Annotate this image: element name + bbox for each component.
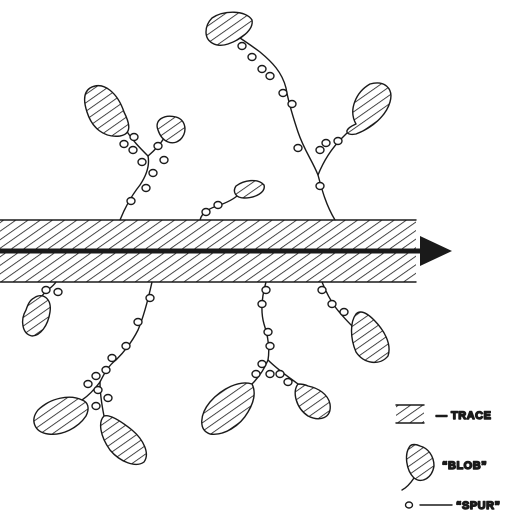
- spur: [318, 287, 326, 294]
- spur: [328, 301, 336, 308]
- branch-lower-middle-right: [202, 282, 330, 434]
- spur: [258, 361, 266, 368]
- spurs: [120, 134, 168, 205]
- branch-upper-middle: [200, 181, 264, 220]
- spur: [316, 183, 324, 190]
- legend-trace-label: — TRACE: [436, 410, 491, 422]
- spur: [248, 54, 256, 61]
- spurs: [238, 43, 342, 190]
- spur: [94, 387, 102, 394]
- spurs: [318, 287, 348, 316]
- spur: [149, 170, 157, 177]
- branch-lower-middle-left: [34, 282, 154, 464]
- legend-spur: “SPUR”: [406, 500, 501, 512]
- spur: [316, 147, 324, 154]
- spur: [288, 101, 296, 108]
- spur: [54, 289, 62, 296]
- blob: [352, 312, 390, 362]
- spur: [122, 343, 130, 350]
- legend-spur-icon: [406, 502, 413, 508]
- spur: [146, 295, 154, 302]
- blob: [206, 12, 252, 45]
- legend: — TRACE “BLOB” “SPUR”: [396, 405, 501, 512]
- legend-trace: — TRACE: [396, 405, 491, 423]
- spur: [108, 355, 116, 362]
- spur: [129, 147, 137, 154]
- spur: [334, 138, 342, 145]
- blob: [85, 86, 129, 137]
- spur: [138, 159, 146, 166]
- spur: [238, 43, 246, 50]
- branch-path: [322, 282, 356, 330]
- spur: [104, 395, 112, 402]
- spurs: [42, 287, 62, 296]
- spur: [266, 371, 274, 378]
- spur: [264, 329, 272, 336]
- spur: [127, 198, 135, 205]
- legend-blob: “BLOB”: [402, 445, 487, 491]
- legend-blob-label: “BLOB”: [442, 460, 487, 472]
- spur: [92, 403, 100, 410]
- spurs: [84, 295, 154, 410]
- spur: [258, 301, 266, 308]
- spur: [340, 309, 348, 316]
- spur: [258, 66, 266, 73]
- spur: [262, 287, 270, 294]
- spur: [266, 343, 274, 350]
- blob: [157, 116, 185, 143]
- spur: [84, 381, 92, 388]
- spur: [42, 287, 50, 294]
- spur: [252, 371, 260, 378]
- spurs: [252, 287, 292, 386]
- spur: [322, 140, 330, 147]
- blob: [295, 384, 330, 419]
- branch-lower-left: [23, 282, 62, 336]
- blob: [23, 296, 51, 336]
- blob: [34, 397, 88, 434]
- spur: [142, 185, 150, 192]
- branch-upper-left: [85, 86, 185, 220]
- particle-trace: [0, 220, 452, 282]
- blob: [347, 83, 391, 134]
- spur: [160, 157, 168, 164]
- spur: [202, 209, 210, 216]
- legend-blob-icon: [407, 445, 434, 481]
- spur: [276, 371, 284, 378]
- legend-trace-swatch: [396, 405, 424, 423]
- spur: [279, 90, 287, 97]
- spur: [120, 141, 128, 148]
- arrow-head-icon: [420, 236, 452, 266]
- spur: [284, 379, 292, 386]
- branch-upper-right: [206, 12, 391, 220]
- blob: [101, 416, 147, 465]
- spur: [134, 319, 142, 326]
- spur: [154, 143, 162, 150]
- spur: [92, 373, 100, 380]
- legend-spur-label: “SPUR”: [456, 500, 501, 512]
- spur: [294, 145, 302, 152]
- spur: [266, 73, 274, 80]
- spur: [102, 367, 110, 374]
- branch-lower-right: [318, 282, 389, 362]
- blob: [234, 181, 264, 198]
- spur: [214, 202, 222, 209]
- blob: [202, 383, 254, 434]
- spur: [130, 134, 138, 141]
